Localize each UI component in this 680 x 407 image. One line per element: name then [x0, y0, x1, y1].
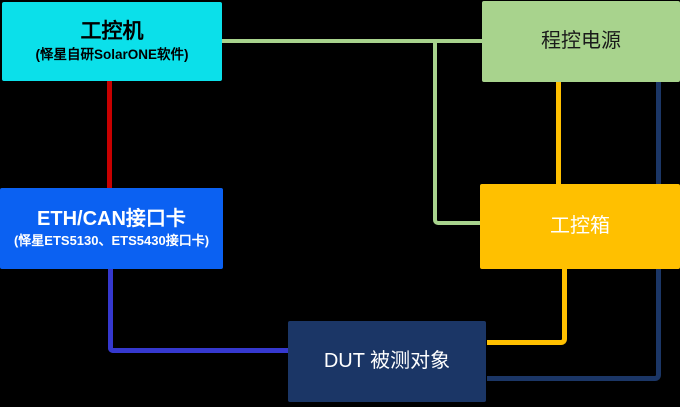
connector-pc-to-controlbox	[433, 39, 480, 225]
eth-can-card-title: ETH/CAN接口卡	[37, 208, 186, 231]
node-control-box: 工控箱	[480, 184, 680, 269]
industrial-pc-subtitle: (怿星自研SolarONE软件)	[35, 47, 189, 63]
node-industrial-pc: 工控机 (怿星自研SolarONE软件)	[2, 2, 222, 81]
connector-power-to-controlbox	[556, 82, 561, 184]
industrial-pc-title: 工控机	[80, 20, 144, 44]
connector-pc-to-ethcard	[107, 80, 112, 188]
power-supply-title: 程控电源	[541, 30, 621, 52]
node-dut: DUT 被测对象	[288, 321, 486, 402]
connector-ethcard-to-dut	[108, 269, 288, 353]
connector-controlbox-to-dut	[487, 269, 567, 345]
connector-pc-to-power	[222, 39, 482, 43]
node-eth-can-card: ETH/CAN接口卡 (怿星ETS5130、ETS5430接口卡)	[0, 188, 223, 269]
eth-can-card-subtitle: (怿星ETS5130、ETS5430接口卡)	[13, 233, 210, 249]
dut-title: DUT 被测对象	[323, 350, 451, 372]
node-power-supply: 程控电源	[482, 1, 680, 82]
control-box-title: 工控箱	[550, 215, 610, 237]
